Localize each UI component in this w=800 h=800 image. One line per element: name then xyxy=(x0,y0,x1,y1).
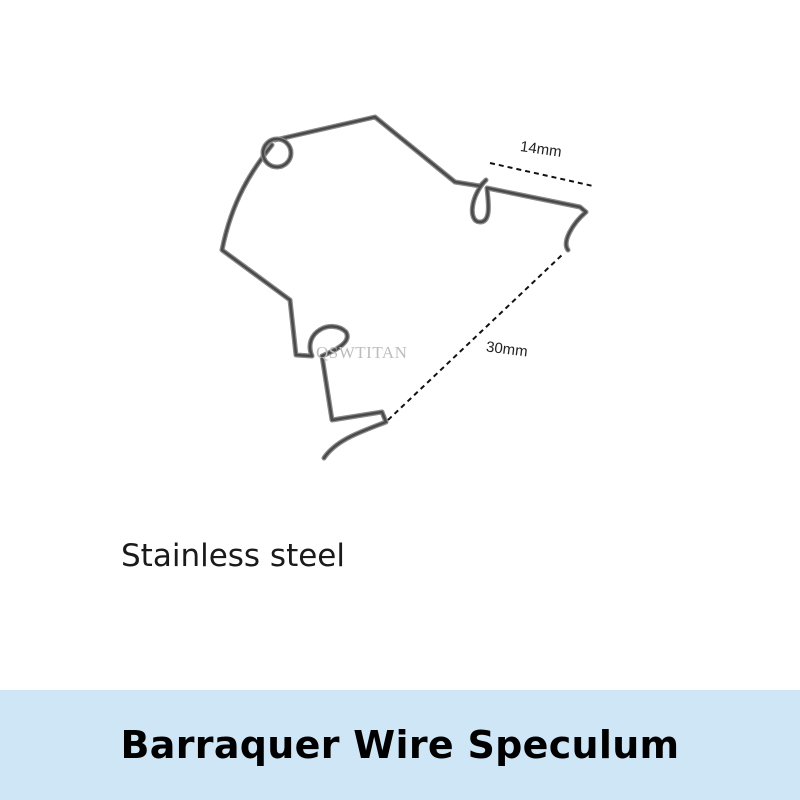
dimension-line-14mm xyxy=(489,162,594,187)
brand-watermark: QSWTITAN xyxy=(316,343,408,362)
material-label: Stainless steel xyxy=(121,538,345,574)
dimension-lines xyxy=(387,162,594,421)
dimension-line-30mm xyxy=(387,253,564,421)
product-title: Barraquer Wire Speculum xyxy=(120,723,680,767)
wire-frame xyxy=(220,115,588,460)
spring-coil-inner xyxy=(261,137,293,169)
wire-speculum-illustration xyxy=(219,114,594,461)
footer-banner: Barraquer Wire Speculum xyxy=(0,690,800,800)
wire-speculum xyxy=(219,114,589,461)
